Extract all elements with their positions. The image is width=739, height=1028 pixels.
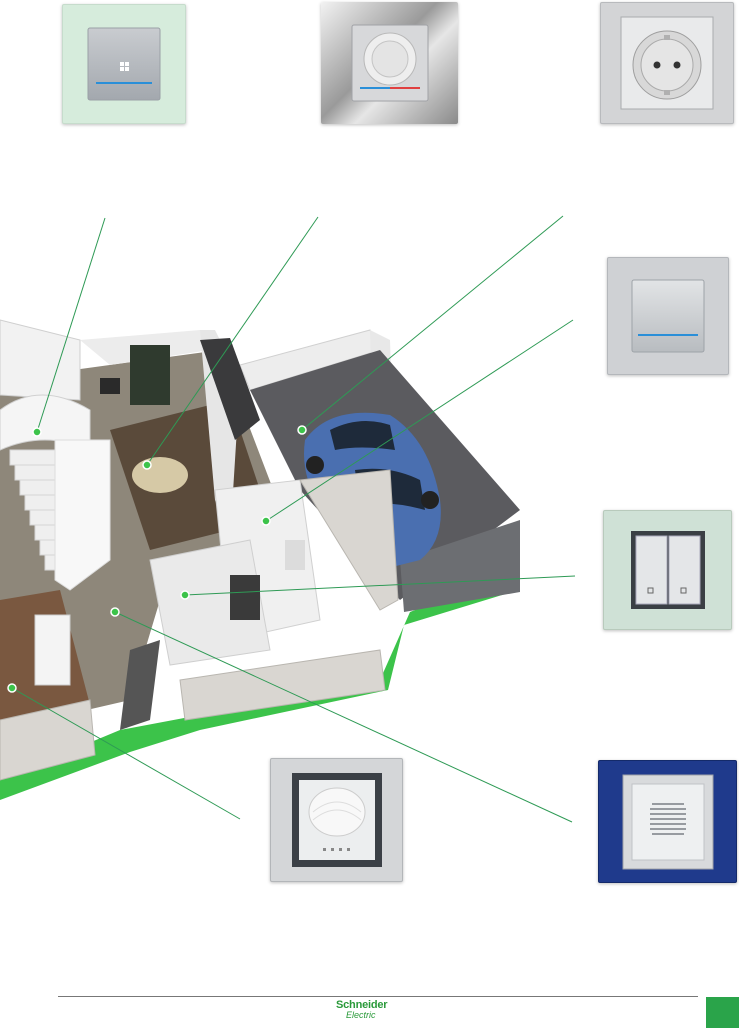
dining-table [132,457,188,493]
socket-icon [620,16,714,110]
motion-sensor-icon [291,773,382,867]
callout-lines [11,215,576,823]
brand-name: Schneider [336,999,388,1011]
footer-rule [58,996,698,997]
page-tab [706,997,739,1028]
speaker-icon [622,774,713,869]
thermostat-icon [351,24,428,102]
product-double-switch [603,510,732,630]
front-door [120,640,160,730]
product-rocker-switch [607,257,729,375]
product-motion-detector [270,758,403,882]
callout-dots [7,425,307,693]
double-switch-icon [630,531,705,609]
stair-arch [0,394,91,451]
product-touch-switch [62,4,186,124]
touch-switch-icon [87,27,161,101]
brand-sub: Electric [346,1010,376,1020]
product-thermostat [321,2,458,124]
house-base-outline [0,570,518,800]
product-speaker [598,760,737,883]
rocker-switch-icon [631,279,705,353]
garage-door [400,520,520,612]
brand-logo: Schneider Electric [336,1000,406,1020]
house-wall-left [0,319,81,401]
product-socket [600,2,734,124]
